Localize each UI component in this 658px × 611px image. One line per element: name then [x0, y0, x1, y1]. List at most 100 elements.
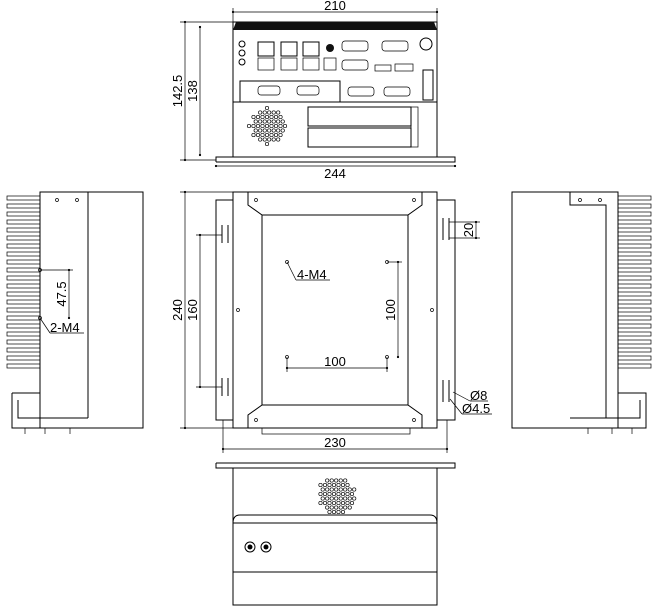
- flange-width-label: 244: [324, 166, 346, 181]
- grille-hole: [253, 119, 258, 124]
- grille-hole: [322, 482, 328, 488]
- flange-span-label: 230: [324, 435, 346, 450]
- grille-hole: [276, 119, 281, 124]
- grille-hole: [255, 114, 261, 120]
- heatsink-fin: [617, 203, 652, 209]
- grille-hole: [251, 123, 256, 129]
- heatsink-fin: [6, 267, 41, 273]
- grille-hole: [260, 114, 265, 120]
- grille-hole: [331, 500, 337, 506]
- grille-hole: [340, 500, 346, 506]
- grille-hole: [329, 478, 334, 483]
- heatsink-fin: [617, 299, 652, 305]
- heatsink-fin: [617, 291, 652, 297]
- slot-length-label: 20: [461, 223, 476, 237]
- grille-hole: [338, 478, 343, 483]
- grille-hole: [269, 132, 274, 138]
- grille-hole: [269, 114, 274, 120]
- heatsink-fin: [6, 331, 41, 337]
- grille-hole: [264, 105, 270, 111]
- left-side-view: 47.5 2-M4: [6, 191, 144, 434]
- heatsink-fin: [6, 339, 41, 345]
- grille-hole: [267, 128, 272, 133]
- heatsink-fin: [617, 227, 652, 233]
- grille-hole: [329, 496, 334, 501]
- grille-hole: [336, 491, 341, 497]
- grille-hole: [258, 128, 263, 133]
- grille-hole: [325, 487, 330, 492]
- grille-hole: [352, 487, 357, 492]
- grille-hole: [258, 110, 263, 115]
- grille-hole: [273, 114, 279, 120]
- grille-hole: [345, 500, 350, 506]
- heatsink-fin: [6, 243, 41, 249]
- top-dimensions: 240 160 4-M4 100 100 20 Ø8 Ø4.5 230: [170, 190, 492, 453]
- front-dimensions: 210 142.5 138 244: [170, 0, 457, 181]
- heatsink-fin: [617, 283, 652, 289]
- grille-hole: [347, 487, 352, 492]
- grille-hole: [262, 128, 267, 133]
- grille-hole: [318, 500, 323, 506]
- grille-hole: [271, 137, 276, 142]
- grille-hole: [260, 132, 265, 138]
- side-holes-label: 2-M4: [50, 320, 80, 335]
- grille-hole: [331, 491, 337, 497]
- heatsink-fin: [617, 355, 652, 361]
- slot-dia-large-label: Ø8: [470, 388, 487, 403]
- grille-hole: [320, 496, 325, 501]
- grille-hole: [318, 482, 323, 488]
- heatsink-fin: [617, 235, 652, 241]
- heatsink-fin: [617, 323, 652, 329]
- grille-hole: [258, 137, 263, 142]
- grille-hole: [273, 132, 279, 138]
- grille-hole: [334, 478, 339, 483]
- heatsink-fin: [617, 219, 652, 225]
- grille-hole: [273, 123, 279, 129]
- grille-hole: [349, 491, 355, 497]
- heatsink-fin: [6, 299, 41, 305]
- heatsink-fin: [6, 323, 41, 329]
- grille-hole: [343, 496, 348, 501]
- grille-hole: [251, 114, 256, 120]
- heatsink-fin: [617, 211, 652, 217]
- front-view: [215, 21, 456, 163]
- grille-hole: [343, 478, 348, 483]
- grille-hole: [327, 482, 332, 488]
- heatsink-fin: [617, 267, 652, 273]
- heatsink-fin: [6, 307, 41, 313]
- heatsink-fin: [6, 203, 41, 209]
- grille-hole: [278, 132, 283, 138]
- heatsink-fin: [617, 347, 652, 353]
- grille-hole: [340, 491, 346, 497]
- grille-hole: [322, 491, 328, 497]
- grille-hole: [276, 137, 281, 142]
- grille-hole: [318, 491, 323, 497]
- grille-hole: [331, 482, 337, 488]
- grille-hole: [325, 505, 330, 510]
- grille-hole: [278, 114, 283, 120]
- rj45-ports: [257, 41, 337, 71]
- grille-hole: [327, 500, 332, 506]
- top-heatsink-bar: [233, 22, 437, 30]
- grille-hole: [262, 110, 267, 115]
- slot-dia-small-label: Ø4.5: [462, 401, 490, 416]
- grille-hole: [262, 137, 267, 142]
- heatsink-fin: [6, 251, 41, 257]
- grille-hole: [352, 496, 357, 501]
- heatsink-fin: [6, 291, 41, 297]
- grille-hole: [320, 487, 325, 492]
- grille-hole: [276, 128, 281, 133]
- grille-hole: [267, 137, 272, 142]
- grille-hole: [276, 110, 281, 115]
- heatsink-fin: [6, 347, 41, 353]
- grille-hole: [251, 132, 256, 138]
- top-view: [215, 191, 456, 435]
- heatsink-fin: [617, 339, 652, 345]
- grille-hole: [269, 123, 274, 129]
- grille-hole: [260, 123, 265, 129]
- grille-hole: [267, 110, 272, 115]
- heatsink-fin: [6, 315, 41, 321]
- grille-hole: [338, 487, 343, 492]
- grille-hole: [271, 119, 276, 124]
- depth-label: 240: [170, 299, 185, 321]
